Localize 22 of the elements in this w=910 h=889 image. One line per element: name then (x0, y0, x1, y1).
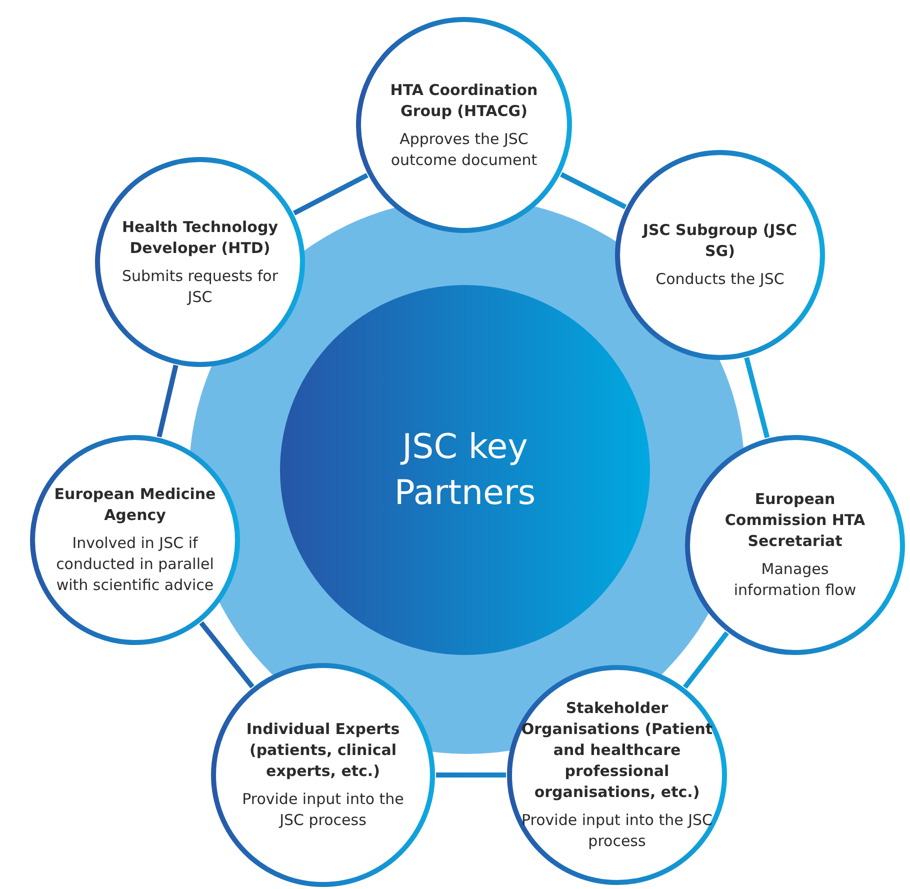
center-title: JSC key Partners (393, 426, 537, 515)
connector-line (682, 631, 730, 689)
connector-line (744, 357, 770, 438)
partner-description: Approves the JSC outcome document (390, 128, 538, 170)
partner-title: Health Technology Developer (HTD) (121, 216, 279, 258)
partner-title: European Medicine Agency (53, 484, 217, 526)
partner-title: Stakeholder Organisations (Patient and healthcare professional organisations, etc.) (520, 698, 714, 803)
partner-title: JSC Subgroup (JSC SG) (641, 220, 798, 262)
partner-description: Conducts the JSC (654, 269, 786, 290)
connector-line (560, 172, 627, 210)
partner-description: Provide input into the JSC process (241, 789, 405, 831)
partner-description: Involved in JSC if conducted in parallel with scientific advice (55, 533, 215, 596)
partner-description: Provide input into the JSC process (520, 810, 714, 852)
connector-line (199, 621, 254, 688)
partner-title: Individual Experts (patients, clinical experts, etc.) (245, 719, 401, 782)
connector-line (436, 772, 506, 778)
connector-line (156, 364, 178, 438)
partner-title: European Commission HTA Secretariat (724, 489, 866, 552)
partner-title: HTA Coordination Group (HTACG) (389, 80, 539, 122)
partner-description: Manages information flow (732, 559, 858, 601)
connector-line (292, 172, 368, 216)
partner-description: Submits requests for JSC (120, 266, 280, 308)
